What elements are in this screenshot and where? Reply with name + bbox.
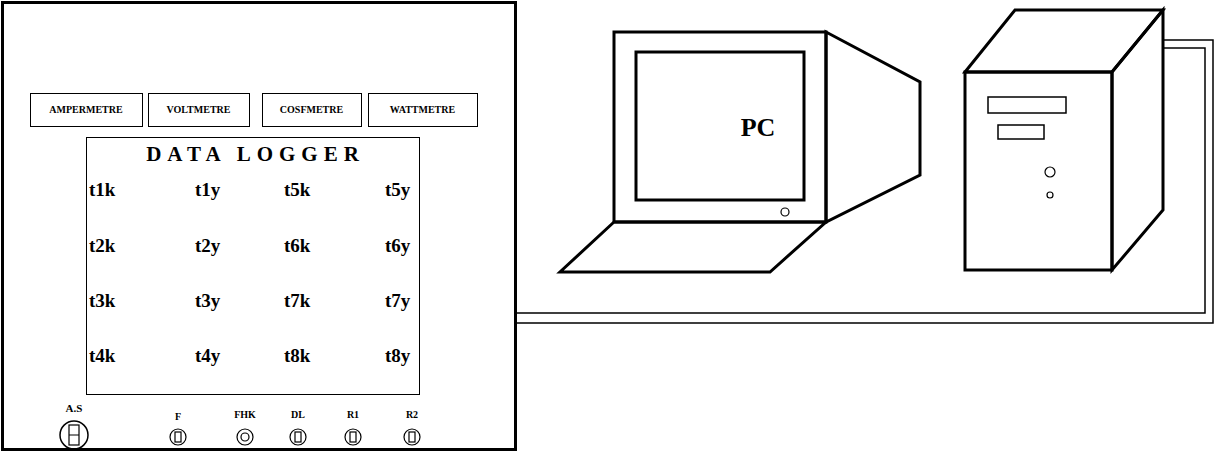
switch-label: DL [291, 410, 305, 420]
meter-label: AMPERMETRE [49, 105, 122, 115]
meter-label: COSFMETRE [280, 105, 343, 115]
switch-symbol [60, 421, 88, 449]
channel-label: t7k [284, 291, 310, 310]
switch-label: R2 [406, 410, 418, 420]
switch-symbol [404, 429, 420, 445]
data-logger-title: DATA LOGGER [146, 144, 365, 165]
power-button [1045, 167, 1055, 177]
channel-label: t6y [385, 236, 410, 255]
switch-symbol [69, 435, 79, 436]
pc-label: PC [741, 115, 776, 141]
channel-label: t3y [195, 291, 220, 310]
meter-box: COSFMETRE [262, 93, 362, 127]
switch-symbol [69, 425, 79, 445]
channel-label: t2y [195, 236, 220, 255]
cable [517, 48, 1205, 313]
switch-symbol [350, 432, 356, 442]
switch-label: A.S [66, 403, 83, 414]
cable [517, 40, 1213, 323]
channel-label: t5k [284, 180, 310, 199]
monitor-base [560, 222, 826, 272]
meter-box: VOLTMETRE [148, 93, 250, 127]
indicator-led [1047, 192, 1053, 198]
switch-label: R1 [347, 410, 359, 420]
panel-housing [3, 3, 516, 450]
channel-label: t8k [284, 346, 310, 365]
panel-drawing [3, 3, 1214, 450]
switch-label: F [175, 412, 181, 422]
switch-symbol [175, 432, 181, 442]
channel-label: t5y [385, 180, 410, 199]
switch-symbol [295, 432, 301, 442]
switch-symbol [409, 432, 415, 442]
power-button [781, 208, 789, 216]
channel-label: t4k [89, 346, 115, 365]
channel-label: t3k [89, 291, 115, 310]
switch-symbol [237, 429, 253, 445]
channel-label: t4y [195, 346, 220, 365]
tower-top [965, 10, 1163, 72]
tower-side [1112, 10, 1163, 270]
channel-label: t8y [385, 346, 410, 365]
switch-symbol [290, 429, 306, 445]
channel-label: t2k [89, 236, 115, 255]
monitor-side [826, 32, 920, 222]
channel-label: t6k [284, 236, 310, 255]
meter-box: AMPERMETRE [30, 93, 143, 127]
drive-slot [988, 97, 1066, 113]
switch-label: FHK [234, 410, 256, 420]
switch-symbol [345, 429, 361, 445]
channel-label: t7y [385, 291, 410, 310]
switch-symbol [241, 433, 249, 441]
channel-label: t1k [89, 180, 115, 199]
meter-box: WATTMETRE [368, 93, 478, 127]
switch-symbol [170, 429, 186, 445]
monitor-screen-label: PC [636, 52, 804, 200]
meter-label: VOLTMETRE [167, 105, 231, 115]
data-logger-box: DATA LOGGER t1k t1y t5k t5y t2k t2y t6k t6y t3k t3… [86, 137, 420, 395]
meter-label: WATTMETRE [390, 105, 455, 115]
channel-label: t1y [195, 180, 220, 199]
monitor-bezel [614, 32, 826, 222]
tower-front [965, 72, 1112, 270]
drive-slot [998, 125, 1044, 139]
monitor-screen [636, 52, 804, 200]
